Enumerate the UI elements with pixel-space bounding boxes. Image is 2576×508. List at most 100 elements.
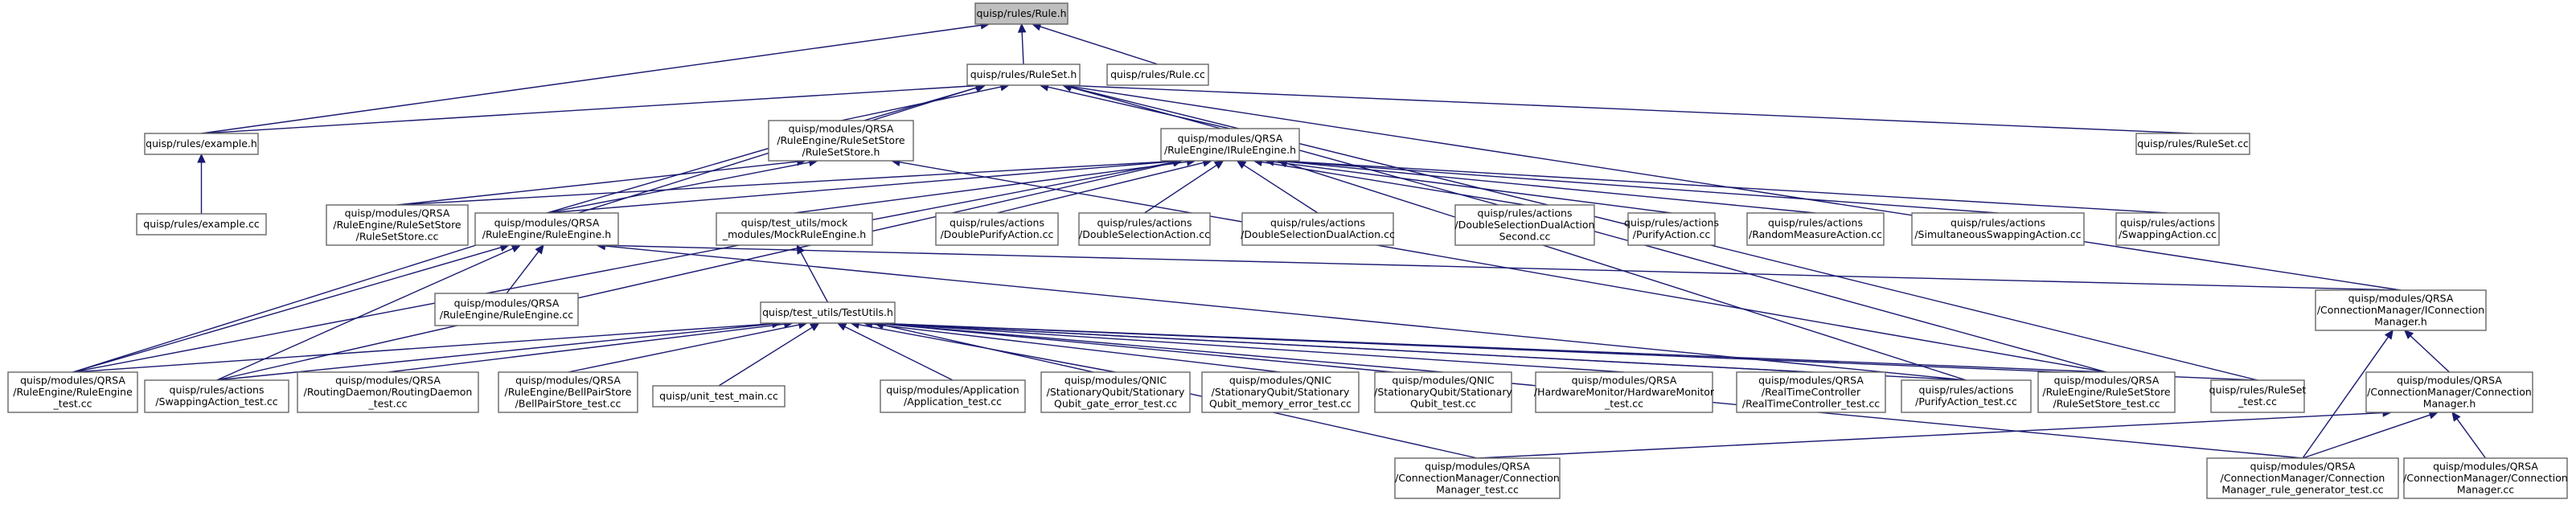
node-label-line: quisp/modules/QRSA bbox=[2054, 374, 2160, 386]
node-box bbox=[1901, 379, 2032, 413]
file-node-purifyaction-test-cc[interactable]: quisp/rules/actions/PurifyAction_test.cc bbox=[1901, 379, 2032, 413]
node-label-line: /StationaryQubit/Stationary bbox=[1047, 386, 1185, 398]
node-label-line: _test.cc bbox=[1604, 397, 1643, 409]
file-node-connectionmanager-test-cc[interactable]: quisp/modules/QRSA/ConnectionManager/Con… bbox=[1394, 457, 1561, 499]
node-box bbox=[1106, 63, 1209, 86]
file-node-doubleselection-cc[interactable]: quisp/rules/actions/DoubleSelectionActio… bbox=[1078, 212, 1211, 246]
file-node-mockruleengine-h[interactable]: quisp/test_utils/mock_modules/MockRuleEn… bbox=[716, 212, 873, 246]
node-label-line: quisp/rules/actions bbox=[1097, 217, 1192, 229]
dependency-edge bbox=[216, 248, 514, 381]
file-node-swappingaction-test-cc[interactable]: quisp/rules/actions/SwappingAction_test.… bbox=[144, 379, 289, 413]
dependency-edge bbox=[872, 323, 1281, 373]
node-label-line: quisp/rules/Rule.cc bbox=[1110, 68, 1205, 80]
file-node-sq-gate-error-test-cc[interactable]: quisp/modules/QNIC/StationaryQubit/Stati… bbox=[1040, 371, 1191, 413]
dependency-edge bbox=[396, 161, 798, 206]
node-label-line: quisp/modules/QRSA bbox=[1572, 374, 1677, 386]
node-box bbox=[768, 120, 914, 162]
dependency-edge bbox=[1070, 84, 2193, 134]
file-node-connectionmanager-h[interactable]: quisp/modules/QRSA/ConnectionManager/Con… bbox=[2365, 371, 2533, 413]
file-node-connectionmanager-rule-generator-test-cc[interactable]: quisp/modules/QRSA/ConnectionManager/Con… bbox=[2206, 457, 2399, 499]
node-label-line: /RandomMeasureAction.cc bbox=[1749, 228, 1882, 240]
node-label-line: /RuleEngine/RuleSetStore bbox=[333, 219, 461, 231]
dependency-edge bbox=[546, 161, 1174, 214]
file-node-routingdaemon-test-cc[interactable]: quisp/modules/QRSA/RoutingDaemon/Routing… bbox=[297, 371, 479, 413]
file-node-sq-memory-error-test-cc[interactable]: quisp/modules/QNIC/StationaryQubit/Stati… bbox=[1201, 371, 1360, 413]
file-node-doublepurify-cc[interactable]: quisp/rules/actions/DoublePurifyAction.c… bbox=[935, 212, 1059, 246]
node-box bbox=[144, 379, 289, 413]
node-label-line: /RuleEngine/RuleEngine bbox=[13, 386, 133, 398]
node-label-line: quisp/rules/example.cc bbox=[143, 218, 260, 230]
node-label-line: quisp/modules/QRSA bbox=[1178, 133, 1283, 145]
node-label-line: /ConnectionManager/Connection bbox=[2221, 472, 2385, 484]
dependency-edge bbox=[1285, 161, 1816, 214]
file-node-example-h[interactable]: quisp/rules/example.h bbox=[144, 133, 259, 155]
node-label-line: /StationaryQubit/Stationary bbox=[1374, 386, 1512, 398]
node-label-line: Qubit_memory_error_test.cc bbox=[1209, 397, 1352, 409]
node-box bbox=[1374, 371, 1512, 413]
dependency-edge bbox=[396, 160, 1174, 206]
node-label-line: Manager_test.cc bbox=[1436, 483, 1519, 495]
node-label-line: /SwappingAction_test.cc bbox=[155, 395, 277, 408]
dependency-edge bbox=[1477, 412, 2384, 459]
file-node-simultaneousswapping-cc[interactable]: quisp/rules/actions/SimultaneousSwapping… bbox=[1911, 212, 2085, 246]
node-label-line: quisp/modules/QRSA bbox=[335, 374, 441, 386]
node-label-line: quisp/modules/QNIC bbox=[1392, 374, 1494, 386]
node-label-line: /StationaryQubit/Stationary bbox=[1212, 386, 1350, 398]
dependency-edge bbox=[216, 162, 1175, 381]
node-label-line: Manager.h bbox=[2374, 315, 2427, 327]
file-node-randommeasure-cc[interactable]: quisp/rules/actions/RandomMeasureAction.… bbox=[1746, 212, 1885, 246]
node-label-line: /RuleEngine/BellPairStore bbox=[505, 386, 632, 398]
node-label-line: /RuleSetStore.h bbox=[802, 145, 880, 158]
file-node-sq-test-cc[interactable]: quisp/modules/QNIC/StationaryQubit/Stati… bbox=[1374, 371, 1512, 413]
file-node-swapping-cc[interactable]: quisp/rules/actions/SwappingAction.cc bbox=[2115, 212, 2220, 246]
file-node-unit-test-main-cc[interactable]: quisp/unit_test_main.cc bbox=[652, 385, 786, 408]
node-label-line: /RealTimeController bbox=[1762, 386, 1861, 398]
dependency-edge bbox=[1243, 164, 1319, 214]
file-node-purify-cc[interactable]: quisp/rules/actions/PurifyAction.cc bbox=[1624, 212, 1719, 246]
file-node-ruleset-test-cc[interactable]: quisp/rules/RuleSet_test.cc bbox=[2209, 379, 2307, 413]
file-node-connectionmanager-cc[interactable]: quisp/modules/QRSA/ConnectionManager/Con… bbox=[2403, 457, 2568, 499]
file-node-doubleselectiondualsecond-cc[interactable]: quisp/rules/actions/DoubleSelectionDualA… bbox=[1454, 204, 1595, 246]
node-label-line: quisp/rules/actions bbox=[1478, 207, 1573, 219]
node-label-line: Manager.cc bbox=[2457, 483, 2514, 495]
file-node-example-cc[interactable]: quisp/rules/example.cc bbox=[136, 213, 267, 236]
dependency-edge bbox=[1144, 164, 1217, 214]
file-node-rule-cc[interactable]: quisp/rules/Rule.cc bbox=[1106, 63, 1209, 86]
file-node-iconnectionmanager-h[interactable]: quisp/modules/QRSA/ConnectionManager/ICo… bbox=[2315, 289, 2487, 331]
node-label-line: quisp/modules/QNIC bbox=[1064, 374, 1167, 386]
node-label-line: Manager_rule_generator_test.cc bbox=[2221, 483, 2383, 495]
file-node-ruleengine-h[interactable]: quisp/modules/QRSA/RuleEngine/RuleEngine… bbox=[474, 212, 619, 246]
dependency-edge bbox=[2302, 414, 2430, 459]
node-box bbox=[2315, 289, 2487, 331]
file-node-testutils-h[interactable]: quisp/test_utils/TestUtils.h bbox=[760, 301, 896, 324]
node-box bbox=[2365, 371, 2533, 413]
arrowhead bbox=[2384, 330, 2393, 340]
file-node-ruleset-cc[interactable]: quisp/rules/RuleSet.cc bbox=[2135, 133, 2250, 155]
dependency-edge bbox=[718, 326, 813, 387]
dependency-edge bbox=[1261, 161, 1525, 206]
arrowhead bbox=[836, 322, 847, 331]
file-node-iruleengine-h[interactable]: quisp/modules/QRSA/RuleEngine/IRuleEngin… bbox=[1160, 128, 1300, 162]
node-box bbox=[326, 204, 469, 246]
file-node-ruleengine-cc[interactable]: quisp/modules/QRSA/RuleEngine/RuleEngine… bbox=[434, 293, 579, 326]
file-node-ruleengine-test-cc[interactable]: quisp/modules/QRSA/RuleEngine/RuleEngine… bbox=[7, 371, 138, 413]
file-node-rulesetstore-h[interactable]: quisp/modules/QRSA/RuleEngine/RuleSetSto… bbox=[768, 120, 914, 162]
file-node-doubleselectiondual-cc[interactable]: quisp/rules/actions/DoubleSelectionDualA… bbox=[1241, 212, 1395, 246]
node-label-line: quisp/rules/RuleSet bbox=[2209, 384, 2307, 396]
file-node-rulesetstore-cc[interactable]: quisp/modules/QRSA/RuleEngine/RuleSetSto… bbox=[326, 204, 469, 246]
file-node-rulesetstore-test-cc[interactable]: quisp/modules/QRSA/RuleEngine/RuleSetSto… bbox=[2037, 371, 2176, 413]
dependency-edge bbox=[1070, 85, 2402, 291]
file-node-ruleset-h[interactable]: quisp/rules/RuleSet.h bbox=[966, 63, 1081, 86]
node-box bbox=[2135, 133, 2250, 155]
file-node-application-test-cc[interactable]: quisp/modules/Application/Application_te… bbox=[880, 379, 1026, 413]
file-node-bellpairstore-test-cc[interactable]: quisp/modules/QRSA/RuleEngine/BellPairSt… bbox=[498, 371, 638, 413]
node-label-line: /DoublePurifyAction.cc bbox=[941, 228, 1054, 240]
node-box bbox=[974, 2, 1069, 25]
node-label-line: /RuleEngine/RuleSetStore bbox=[2042, 386, 2171, 398]
node-box bbox=[1736, 371, 1886, 413]
file-node-realtimecontroller-test-cc[interactable]: quisp/modules/QRSA/RealTimeController/Re… bbox=[1736, 371, 1886, 413]
node-box bbox=[935, 212, 1059, 246]
file-node-hardwaremonitor-test-cc[interactable]: quisp/modules/QRSA/HardwareMonitor/Hardw… bbox=[1534, 371, 1715, 413]
node-label-line: quisp/modules/QRSA bbox=[345, 207, 450, 219]
node-label-line: /RoutingDaemon/RoutingDaemon bbox=[304, 386, 473, 398]
